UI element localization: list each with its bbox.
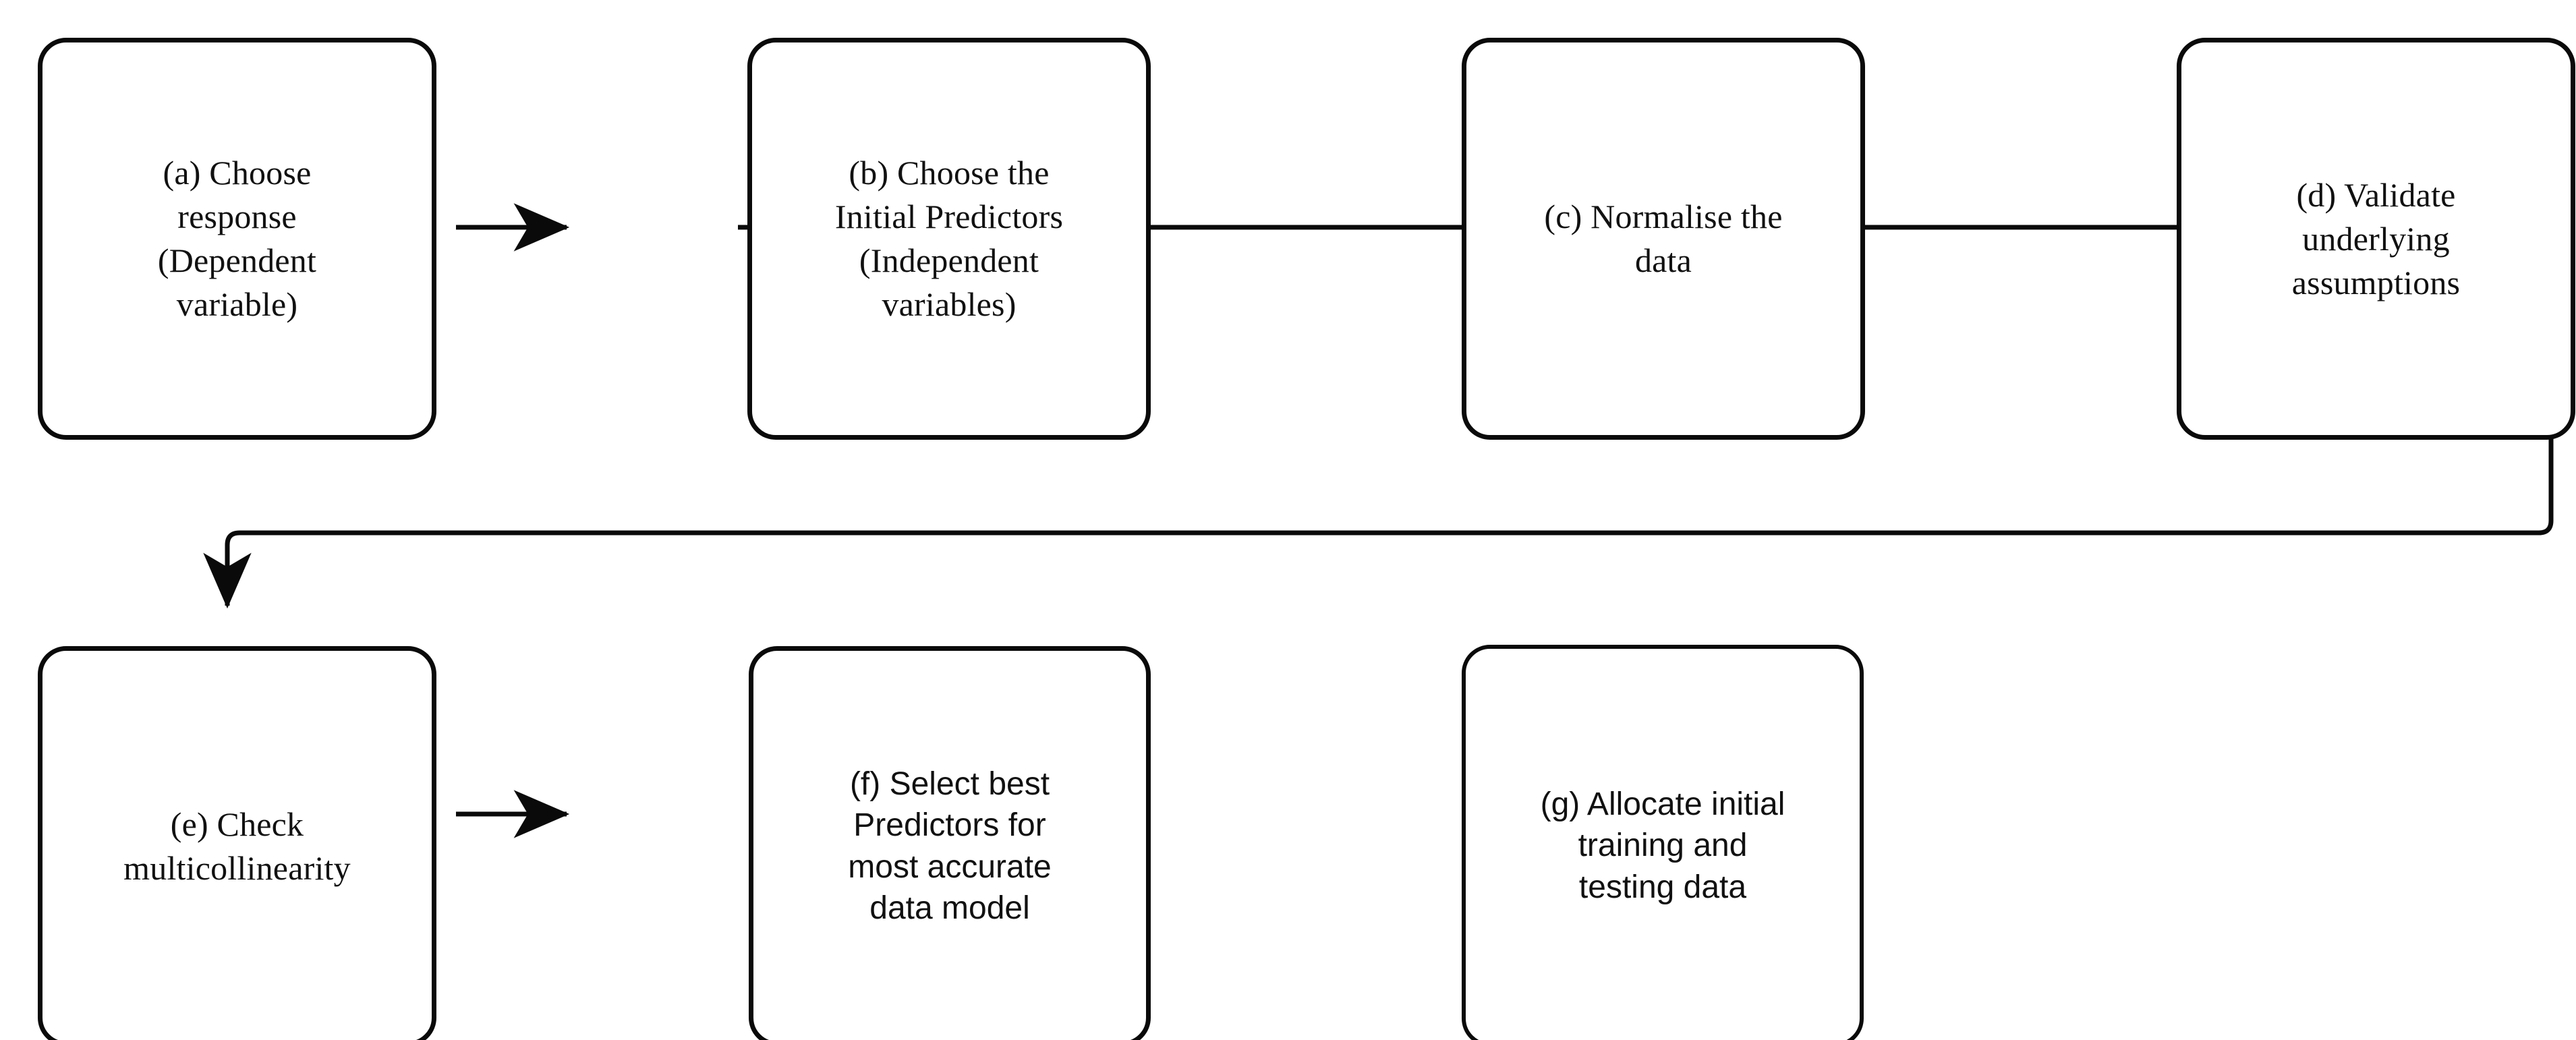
node-e-check-multicollinearity[interactable]: (e) Check multicollinearity: [38, 646, 436, 1040]
node-g-label: (g) Allocate initial training and testin…: [1540, 786, 1785, 905]
node-c-label: (c) Normalise the data: [1544, 198, 1783, 279]
node-b-choose-initial-predictors[interactable]: (b) Choose the Initial Predictors (Indep…: [747, 38, 1151, 440]
node-g-allocate-training-testing-data[interactable]: (g) Allocate initial training and testin…: [1462, 645, 1864, 1040]
node-a-label: (a) Choose response (Dependent variable): [157, 154, 317, 323]
node-e-label: (e) Check multicollinearity: [123, 805, 351, 887]
node-d-label: (d) Validate underlying assumptions: [2291, 175, 2461, 301]
node-f-label: (f) Select best Predictors for most accu…: [848, 765, 1052, 926]
node-b-label: (b) Choose the Initial Predictors (Indep…: [834, 154, 1064, 323]
node-c-normalise-data[interactable]: (c) Normalise the data: [1462, 38, 1865, 440]
node-f-select-best-predictors[interactable]: (f) Select best Predictors for most accu…: [749, 646, 1151, 1040]
node-d-validate-assumptions[interactable]: (d) Validate underlying assumptions: [2177, 38, 2575, 440]
node-a-choose-response[interactable]: (a) Choose response (Dependent variable): [38, 38, 436, 440]
